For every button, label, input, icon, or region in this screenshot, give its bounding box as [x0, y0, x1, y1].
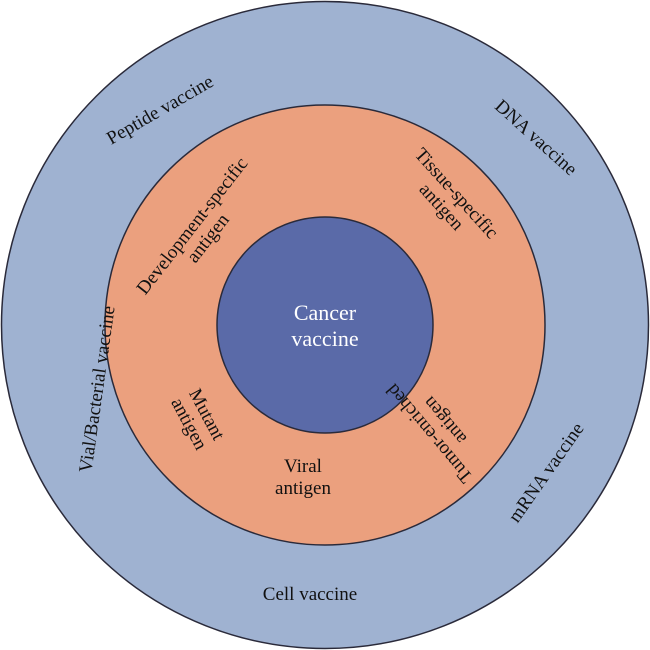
core-label-line2: vaccine	[291, 326, 358, 351]
core-circle	[216, 216, 434, 434]
core-label: Cancer vaccine	[291, 300, 358, 351]
core-label-line1: Cancer	[294, 300, 357, 325]
antigen-label-viral-line1: Viral	[284, 456, 322, 477]
antigen-label-viral: Viral antigen	[275, 456, 331, 499]
vaccine-label-cell: Cell vaccine	[263, 584, 357, 605]
antigen-label-viral-line2: antigen	[275, 478, 331, 499]
